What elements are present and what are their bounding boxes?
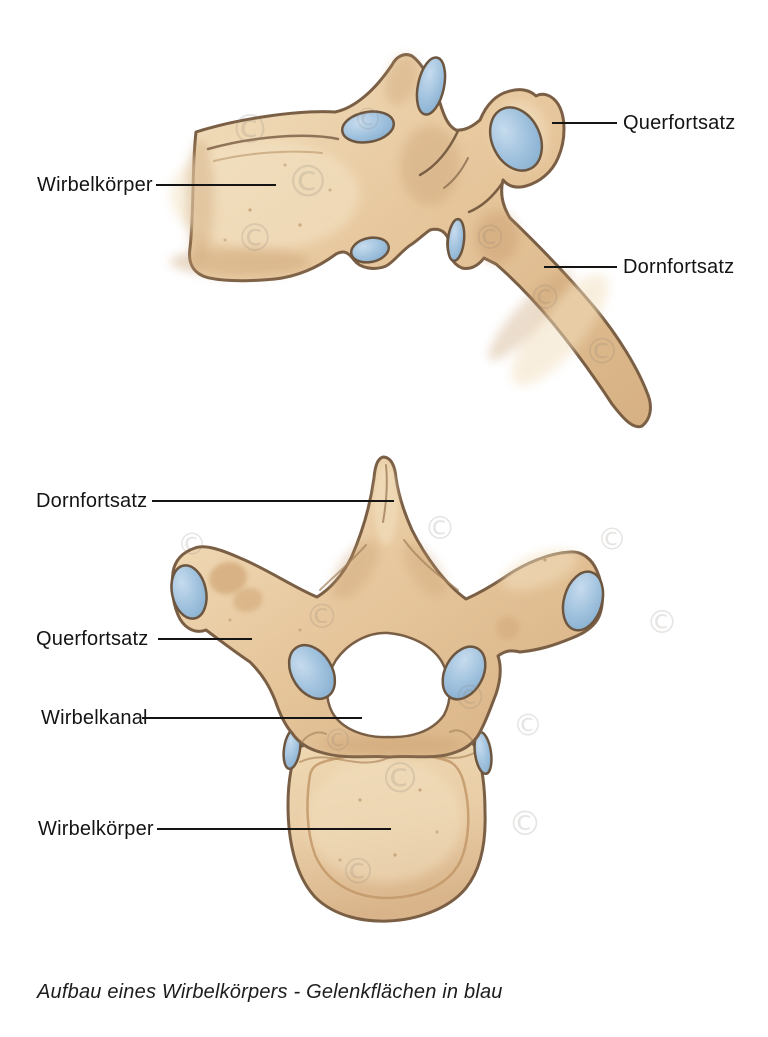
- superior-view-illustration: [170, 455, 605, 923]
- label-lateral-dornfortsatz: Dornfortsatz: [623, 256, 735, 278]
- facet-inferior-bump: [349, 236, 391, 264]
- copyright-watermark-icon: ©: [646, 603, 678, 641]
- speckle: [358, 798, 362, 802]
- arch-boundary-line: [467, 180, 505, 214]
- vertebral-canal-hole: [325, 631, 451, 739]
- superior-detail-lines: [228, 464, 547, 743]
- copyright-watermark-icon: ©: [323, 723, 353, 759]
- pedicle-crease-line: [301, 731, 327, 743]
- copyright-watermark-icon: ©: [453, 678, 487, 718]
- shading-detail: [511, 274, 609, 386]
- shading-detail: [400, 125, 460, 205]
- facet-left-transverse-tip: [170, 564, 208, 620]
- copyright-watermark-icon: ©: [584, 331, 620, 373]
- speckle: [328, 188, 332, 192]
- leader-lines: [142, 122, 617, 830]
- speckle: [543, 558, 547, 562]
- label-superior-wirbelkanal: Wirbelkanal: [41, 707, 148, 729]
- shading-detail: [502, 549, 578, 591]
- copyright-watermark-icon: ©: [513, 708, 543, 744]
- shading-detail: [320, 735, 460, 755]
- speckle: [298, 628, 302, 632]
- figure-caption: Aufbau eines Wirbelkörpers - Gelenkfläch…: [37, 981, 503, 1003]
- shading-detail: [496, 616, 520, 640]
- speckle: [283, 163, 287, 167]
- facet-transverse-process: [488, 106, 544, 172]
- facet-left-superior: [287, 643, 337, 701]
- speckle: [228, 618, 232, 622]
- label-superior-wirbelkoerper: Wirbelkörper: [38, 818, 154, 840]
- copyright-watermark-icon: ©: [236, 216, 274, 260]
- facet-right-transverse-tip: [561, 570, 605, 632]
- lateral-view-illustration: [170, 53, 652, 429]
- facet-inferior-process: [446, 217, 466, 263]
- arch-shading: [209, 465, 578, 755]
- body-crease-line: [213, 150, 323, 162]
- spike-crease-line: [382, 464, 388, 523]
- copyright-watermark-icon: ©: [528, 278, 562, 318]
- shading-detail: [331, 540, 379, 600]
- copyright-watermark-icon: ©: [305, 597, 339, 637]
- speckle: [248, 208, 252, 212]
- shading-detail: [488, 269, 572, 361]
- arch-boundary-line: [418, 129, 460, 177]
- copyright-watermark-icon: ©: [286, 156, 330, 208]
- speckle: [223, 238, 227, 242]
- lamina-crease-line: [319, 544, 367, 591]
- speckle: [393, 853, 397, 857]
- label-lateral-querfortsatz: Querfortsatz: [623, 112, 736, 134]
- label-lateral-wirbelkoerper: Wirbelkörper: [37, 174, 153, 196]
- label-superior-dornfortsatz: Dornfortsatz: [36, 490, 148, 512]
- copyright-watermark-icon: ©: [340, 851, 376, 893]
- shading-detail: [186, 140, 214, 260]
- speckle: [298, 223, 302, 227]
- lateral-detail-lines: [206, 129, 505, 242]
- shading-detail: [384, 54, 420, 106]
- copyright-watermark-icon: ©: [353, 102, 383, 138]
- copyright-watermark-icon: ©: [379, 753, 421, 803]
- speckle: [418, 788, 422, 792]
- body-crease-line: [206, 134, 340, 151]
- speckle: [435, 830, 439, 834]
- copyright-watermark-icon: ©: [177, 527, 207, 563]
- facet-pedicle-top: [341, 110, 395, 144]
- copyright-watermark-icon: ©: [508, 804, 542, 844]
- shading-detail: [403, 542, 447, 598]
- lateral-articular-facets: [341, 56, 544, 264]
- shading-detail: [475, 211, 519, 263]
- speckle: [338, 858, 342, 862]
- pedicle-crease-line: [449, 729, 473, 741]
- copyright-watermark-icon: ©: [230, 107, 270, 153]
- arch-boundary-line: [443, 157, 469, 189]
- copyright-watermark-icon: ©: [424, 509, 456, 547]
- shading-detail: [233, 587, 263, 613]
- copyright-watermark-icon: ©: [597, 522, 627, 558]
- lamina-crease-line: [403, 539, 459, 591]
- shading-detail: [170, 140, 360, 250]
- facet-superior-process: [415, 56, 447, 116]
- shading-detail: [209, 561, 247, 595]
- lateral-shading: [170, 54, 609, 386]
- copyright-watermark-icon: ©: [473, 218, 507, 258]
- shading-detail: [307, 758, 463, 882]
- label-superior-querfortsatz: Querfortsatz: [36, 628, 149, 650]
- superior-articular-facets: [170, 564, 605, 701]
- facet-right-superior: [441, 645, 487, 701]
